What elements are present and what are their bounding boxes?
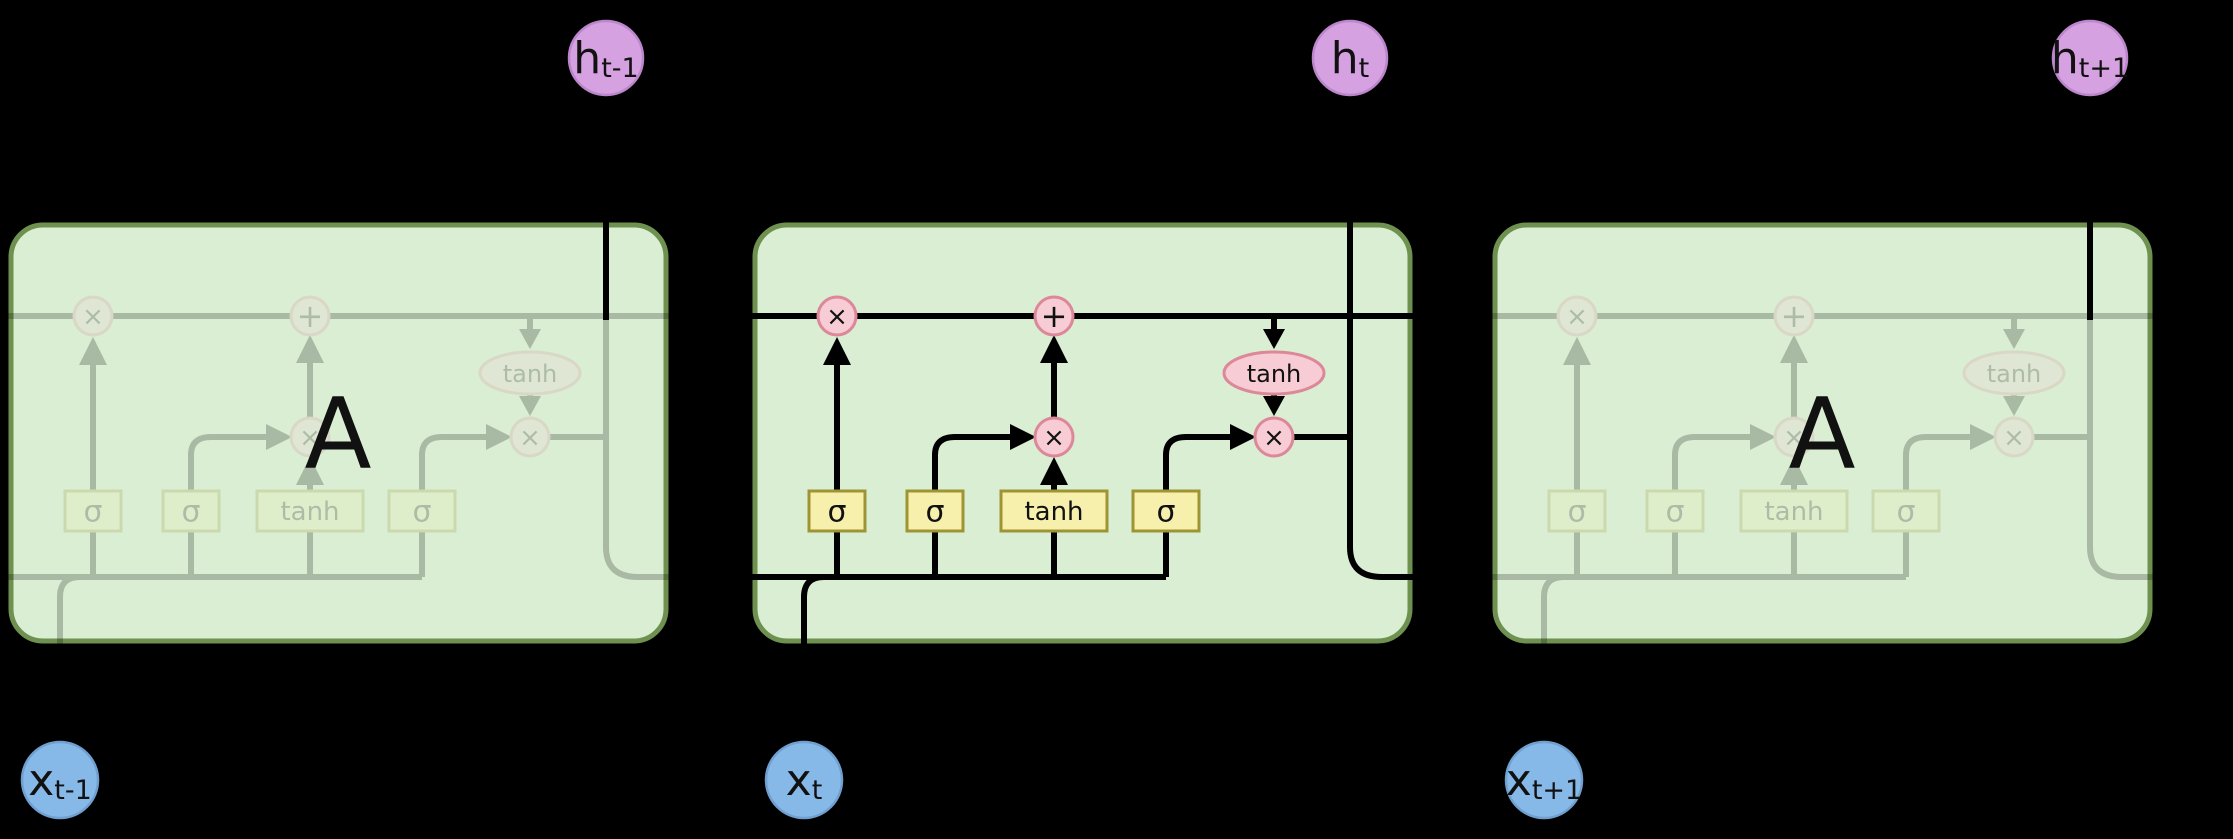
hidden-node-circle: [1311, 19, 1389, 97]
lstm-cell-current: [747, 215, 1418, 649]
hidden-state-node-current: ht: [1311, 19, 1389, 97]
cell-box-next: [1492, 222, 2153, 644]
hidden-node-circle: [567, 19, 645, 97]
input-node-circle: [1504, 740, 1584, 820]
hidden-node-circle: [2051, 19, 2129, 97]
lstm-cell-previous: A: [3, 215, 674, 649]
cell-box-previous: [8, 222, 669, 644]
cell-box-current: [752, 222, 1413, 644]
hidden-node-label: ht-1: [573, 33, 638, 84]
input-node-label: xt+1: [1506, 755, 1582, 806]
input-node-circle: [20, 740, 100, 820]
input-node-next: xt+1: [1504, 740, 1584, 820]
hidden-node-label: ht+1: [2051, 33, 2129, 84]
hidden-node-label: ht: [1331, 33, 1369, 84]
hidden-state-node-next: ht+1: [2051, 19, 2129, 97]
input-node-previous: xt-1: [20, 740, 100, 820]
input-node-label: xt-1: [28, 755, 92, 806]
lstm-cell-next: A: [1487, 215, 2158, 649]
input-node-label: xt: [786, 755, 823, 806]
hidden-state-node-previous: ht-1: [567, 19, 645, 97]
input-node-current: xt: [764, 740, 844, 820]
cell-core-label-next: A: [1788, 378, 1855, 492]
input-node-circle: [764, 740, 844, 820]
cell-core-label-previous: A: [304, 378, 371, 492]
